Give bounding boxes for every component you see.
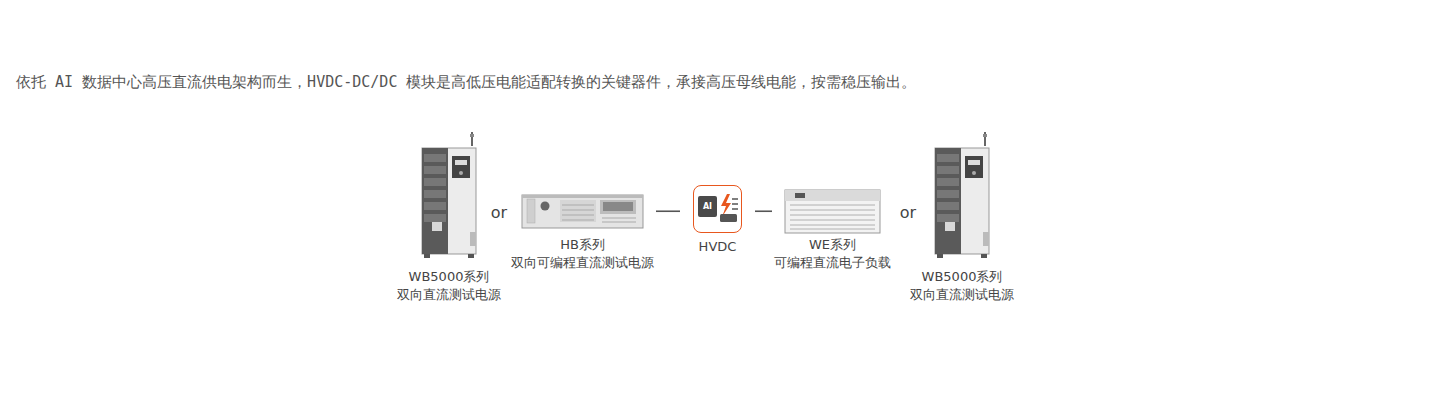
device-label: HB系列 双向可编程直流测试电源 — [507, 236, 659, 272]
link-line — [755, 210, 772, 212]
module-box: HVDC — [693, 185, 742, 233]
device-label: WE系列 可编程直流电子负载 — [757, 236, 909, 272]
or-label: or — [491, 203, 507, 222]
chip-label: AI — [703, 202, 712, 211]
device-label: HVDC — [642, 238, 794, 256]
device-label: WB5000系列 双向直流测试电源 — [886, 268, 1038, 304]
or-label: or — [900, 203, 916, 222]
device-box: WB5000系列 双向直流测试电源 — [935, 132, 989, 258]
intro-heading: 依托 AI 数据中心高压直流供电架构而生，HVDC-DC/DC 模块是高低压电能… — [16, 73, 1416, 92]
device-box: WE系列 可编程直流电子负载 — [785, 190, 880, 233]
link-line — [656, 210, 680, 212]
device-box: WB5000系列 双向直流测试电源 — [422, 132, 476, 258]
device-box: HB系列 双向可编程直流测试电源 — [522, 195, 643, 228]
device-label: WB5000系列 双向直流测试电源 — [373, 268, 525, 304]
